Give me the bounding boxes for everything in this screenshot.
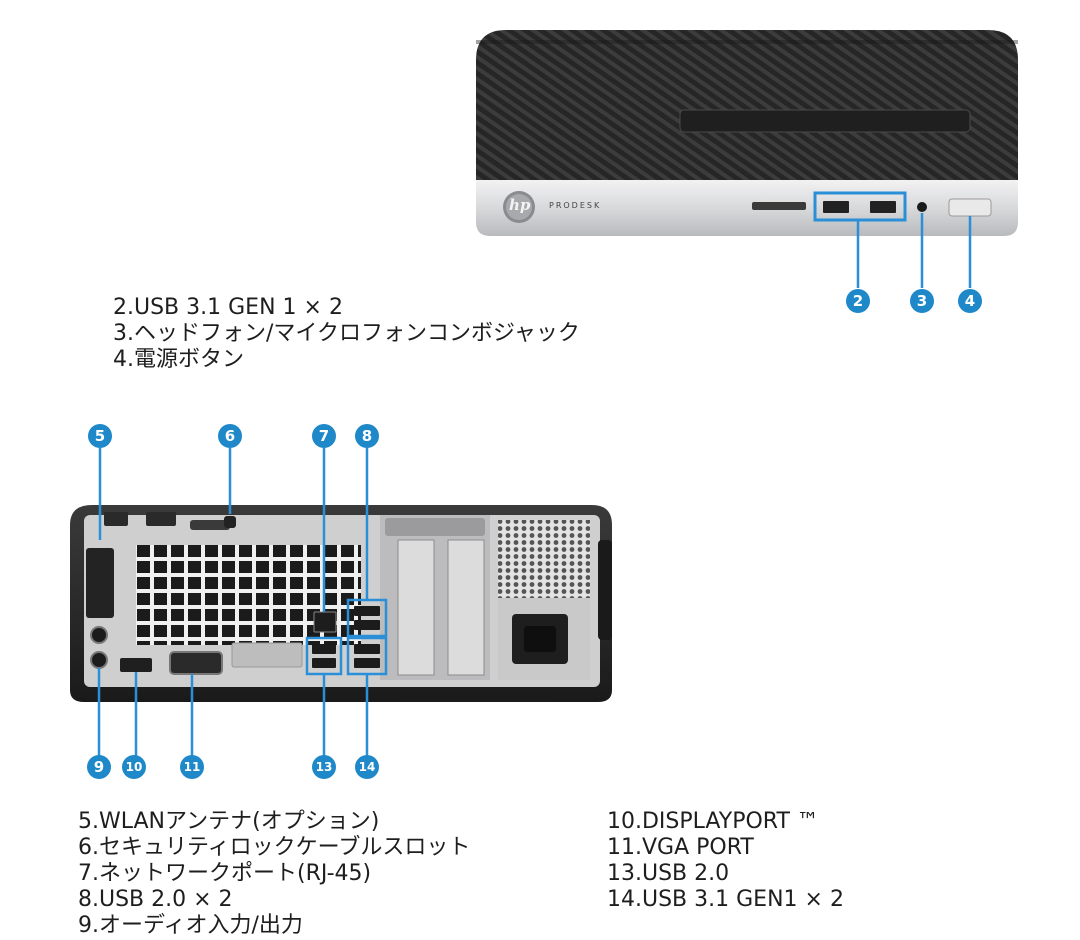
callout-badge-3: 3 — [910, 289, 934, 313]
description-2: 2.USB 3.1 GEN 1 × 2 — [113, 295, 343, 320]
callout-badge-8: 8 — [355, 424, 379, 448]
description-3: 3.ヘッドフォン/マイクロフォンコンボジャック — [113, 321, 580, 346]
callout-badge-4: 4 — [958, 289, 982, 313]
description-6: 6.セキュリティロックケーブルスロット — [78, 835, 471, 860]
front-callout-lines — [856, 213, 972, 288]
callout-badge-6: 6 — [218, 424, 242, 448]
callout-badge-2: 2 — [846, 289, 870, 313]
callout-badge-7: 7 — [312, 424, 336, 448]
power-button — [948, 198, 992, 217]
description-14: 14.USB 3.1 GEN1 × 2 — [607, 887, 844, 912]
callout-badge-11: 11 — [180, 755, 204, 779]
description-11: 11.VGA PORT — [607, 835, 754, 860]
front-descriptions: 2.USB 3.1 GEN 1 × 2 3.ヘッドフォン/マイクロフォンコンボジ… — [113, 295, 580, 373]
callout-badge-14: 14 — [355, 755, 379, 779]
description-13: 13.USB 2.0 — [607, 861, 730, 886]
rear-descriptions-left: 5.WLANアンテナ(オプション) 6.セキュリティロックケーブルスロット 7.… — [78, 809, 470, 939]
description-4: 4.電源ボタン — [113, 347, 244, 372]
rear-descriptions-right: 10.DISPLAYPORT ™ 11.VGA PORT 13.USB 2.0 … — [607, 809, 844, 913]
description-9: 9.オーディオ入力/出力 — [78, 913, 303, 938]
brand-logo-text: hp — [509, 196, 531, 214]
hp-logo-icon — [503, 191, 535, 223]
rear-callout-lines — [97, 448, 369, 756]
callout-badge-13: 13 — [312, 755, 336, 779]
rear-usb-ports — [312, 606, 380, 668]
description-8: 8.USB 2.0 × 2 — [78, 887, 233, 912]
callout-badge-9: 9 — [87, 755, 111, 779]
rear-chassis — [70, 505, 612, 702]
callout-badge-5: 5 — [88, 424, 112, 448]
callout-badge-10: 10 — [122, 755, 146, 779]
description-10: 10.DISPLAYPORT ™ — [607, 809, 819, 834]
front-audio-jack — [917, 202, 927, 212]
front-usb-highlight — [813, 191, 907, 222]
description-7: 7.ネットワークポート(RJ-45) — [78, 861, 372, 886]
model-label: PRODESK — [549, 201, 602, 210]
front-usb-port-2 — [870, 201, 896, 213]
description-5: 5.WLANアンテナ(オプション) — [78, 809, 380, 834]
front-usb-port-1 — [823, 201, 849, 213]
front-chassis — [476, 30, 1018, 236]
card-reader-slot — [752, 202, 806, 210]
